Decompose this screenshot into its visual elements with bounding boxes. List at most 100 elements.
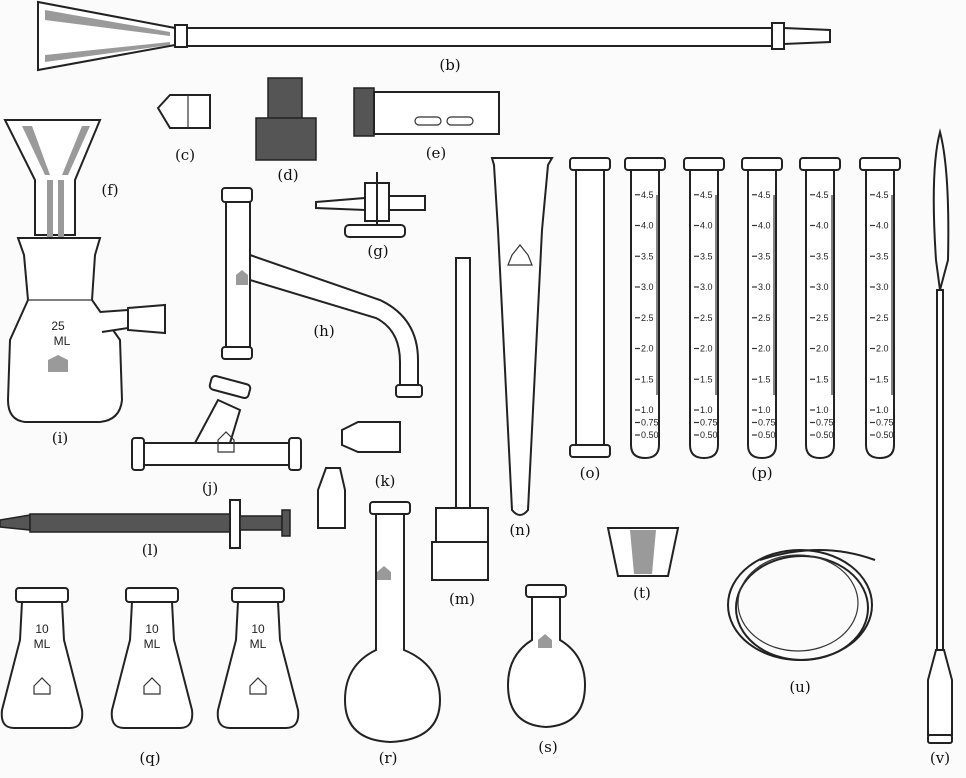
scale-mark-label: 3.0 <box>758 282 771 292</box>
flask-volume: 10 <box>35 622 49 636</box>
graduated-tube: 4.5 4.0 3.5 3.0 2.5 2.0 1.5 1.0 0.75 0.50 <box>741 157 783 460</box>
scale-mark-label: 1.0 <box>816 405 829 415</box>
scale-mark-label: 4.5 <box>816 190 829 200</box>
stopper-t: (t) <box>606 527 680 602</box>
flask-volume: 10 <box>251 622 265 636</box>
flask-unit: ML <box>34 637 51 651</box>
label-d: (d) <box>277 166 298 184</box>
scale-mark-label: 3.0 <box>816 282 829 292</box>
scale-mark-label: 2.0 <box>758 344 771 354</box>
scale-mark-label: 4.0 <box>641 221 654 231</box>
scale-mark-label: 1.5 <box>816 374 829 384</box>
septum-cap-d: (d) <box>255 77 317 184</box>
label-v: (v) <box>930 749 950 767</box>
scale-mark-label: 1.5 <box>641 374 654 384</box>
scale-mark-label: 0.75 <box>816 418 834 428</box>
scale-mark-label: 3.5 <box>758 251 771 261</box>
scale-mark-label: 3.5 <box>700 251 713 261</box>
scale-mark-label: 3.0 <box>700 282 713 292</box>
label-i: (i) <box>52 429 69 447</box>
label-r: (r) <box>379 749 398 767</box>
scale-mark-label: 2.5 <box>700 313 713 323</box>
long-stem-funnel-b: (b) <box>37 0 831 74</box>
scale-mark-label: 1.5 <box>700 374 713 384</box>
vial-e: (e) <box>353 87 500 162</box>
graduated-tubes-p: 4.5 4.0 3.5 3.0 2.5 2.0 1.5 1.0 0.75 0.50 4.5 4.0 3.… <box>624 157 901 460</box>
air-condenser-m: (m) <box>431 257 489 608</box>
scale-mark-label: 1.5 <box>876 374 889 384</box>
scale-mark-label: 3.0 <box>876 282 889 292</box>
graduated-tube: 4.5 4.0 3.5 3.0 2.5 2.0 1.5 1.0 0.75 0.50 <box>799 157 841 460</box>
scale-mark-label: 0.75 <box>641 418 659 428</box>
flask-unit: ML <box>250 637 267 651</box>
scale-mark-label: 1.0 <box>876 405 889 415</box>
adapters-k: (k) <box>317 421 401 529</box>
flask-unit: ML <box>144 637 161 651</box>
scale-mark-label: 1.0 <box>641 405 654 415</box>
label-u: (u) <box>789 678 810 696</box>
adapter-c: (c) <box>156 94 211 164</box>
scale-mark-label: 0.50 <box>641 430 659 440</box>
filter-flask-i: 25 ML (i) <box>6 237 166 447</box>
scale-mark-label: 2.5 <box>641 313 654 323</box>
flask-unit-i: ML <box>54 334 71 348</box>
label-o: (o) <box>580 464 601 482</box>
scale-mark-label: 4.5 <box>700 190 713 200</box>
distillation-head-h: (h) <box>221 187 423 398</box>
spatula-v: (v) <box>927 128 953 767</box>
scale-mark-label: 0.50 <box>700 430 718 440</box>
scale-mark-label: 4.0 <box>758 221 771 231</box>
flask-volume: 10 <box>145 622 159 636</box>
scale-mark-label: 4.5 <box>876 190 889 200</box>
scale-mark-label: 3.0 <box>641 282 654 292</box>
scale-mark-label: 0.50 <box>758 430 776 440</box>
label-e: (e) <box>426 144 447 162</box>
label-b: (b) <box>439 56 460 74</box>
scale-mark-label: 1.5 <box>758 374 771 384</box>
label-m: (m) <box>449 590 475 608</box>
scale-mark-label: 0.50 <box>876 430 894 440</box>
graduated-tube: 4.5 4.0 3.5 3.0 2.5 2.0 1.5 1.0 0.75 0.50 <box>683 157 725 460</box>
scale-mark-label: 3.5 <box>816 251 829 261</box>
scale-mark-label: 4.5 <box>758 190 771 200</box>
scale-mark-label: 0.50 <box>816 430 834 440</box>
scale-mark-label: 0.75 <box>758 418 776 428</box>
scale-mark-label: 3.5 <box>876 251 889 261</box>
label-q: (q) <box>139 749 160 767</box>
scale-mark-label: 0.75 <box>876 418 894 428</box>
scale-mark-label: 2.0 <box>700 344 713 354</box>
tubing-coil-u: (u) <box>727 549 876 696</box>
scale-mark-label: 4.0 <box>816 221 829 231</box>
scale-mark-label: 2.5 <box>758 313 771 323</box>
scale-mark-label: 2.5 <box>816 313 829 323</box>
scale-mark-label: 0.75 <box>700 418 718 428</box>
scale-mark-label: 2.5 <box>876 313 889 323</box>
graduated-tube: 4.54.03.53.02.52.01.51.00.750.50 <box>624 157 666 460</box>
label-s: (s) <box>538 738 557 756</box>
scale-mark-label: 4.0 <box>700 221 713 231</box>
scale-mark-label: 2.0 <box>641 344 654 354</box>
label-k: (k) <box>375 472 396 490</box>
label-j: (j) <box>202 479 218 497</box>
scale-mark-label: 4.0 <box>876 221 889 231</box>
label-n: (n) <box>509 521 530 539</box>
t-adapter-j: (j) <box>131 374 302 497</box>
round-bottom-flask-s: (s) <box>506 584 587 756</box>
scale-mark-label: 3.5 <box>641 251 654 261</box>
conical-tube-n: (n) <box>490 157 554 539</box>
graduated-tube: 4.5 4.0 3.5 3.0 2.5 2.0 1.5 1.0 0.75 0.50 <box>859 157 901 460</box>
flask-volume-i: 25 <box>51 319 65 333</box>
scale-mark-label: 1.0 <box>758 405 771 415</box>
syringe-l: (l) <box>0 499 291 559</box>
stopcock-g: (g) <box>315 172 426 260</box>
scale-mark-label: 2.0 <box>816 344 829 354</box>
scale-mark-label: 1.0 <box>700 405 713 415</box>
label-t: (t) <box>633 584 651 602</box>
label-l: (l) <box>142 541 159 559</box>
scale-mark-label: 2.0 <box>876 344 889 354</box>
